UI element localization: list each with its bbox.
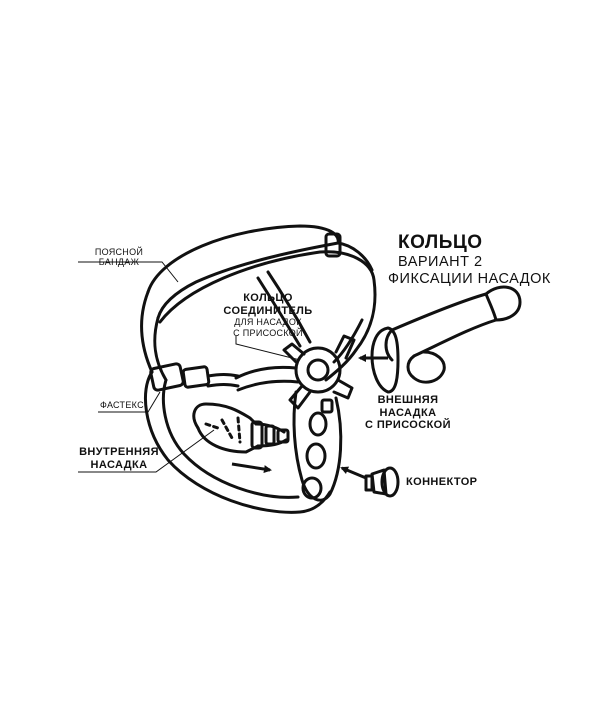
outer-label-line-2: НАСАДКА — [379, 406, 437, 419]
inner-dildo-label: ВНУТРЕННЯЯ НАСАДКА — [78, 446, 160, 471]
diagram-title: КОЛЬЦО — [398, 232, 483, 253]
waist-belt-label-line-2: БАНДАЖ — [98, 257, 140, 268]
fastex-buckle — [149, 362, 240, 392]
subtitle-line-1: ВАРИАНТ 2 — [398, 254, 483, 270]
external-dildo-label: ВНЕШНЯЯ НАСАДКА С ПРИСОСКОЙ — [362, 394, 454, 432]
outer-label-line-3: С ПРИСОСКОЙ — [365, 419, 451, 432]
connector-label: КОННЕКТОР — [406, 476, 478, 488]
waist-belt — [140, 224, 377, 514]
inner-dildo — [192, 402, 290, 454]
arrow-inner-to-ring — [231, 462, 272, 474]
harness-straps — [234, 270, 364, 392]
diagram-subtitle: ВАРИАНТ 2 ФИКСАЦИИ НАСАДОК — [388, 254, 551, 287]
ring-label-line-3: ДЛЯ НАСАДОК — [234, 317, 302, 328]
inner-label-line-2: НАСАДКА — [90, 458, 148, 471]
ring-connector-label: КОЛЬЦО СОЕДИНИТЕЛЬ ДЛЯ НАСАДОК С ПРИСОСК… — [210, 292, 326, 338]
subtitle-line-2: ФИКСАЦИИ НАСАДОК — [388, 270, 551, 287]
connector-piece — [364, 466, 400, 498]
front-panel — [292, 390, 343, 502]
fastex-label: ФАСТЕКС — [100, 400, 144, 410]
external-dildo — [370, 285, 522, 394]
waist-belt-label: ПОЯСНОЙ БАНДАЖ — [84, 247, 154, 268]
ring-label-line-2: СОЕДИНИТЕЛЬ — [223, 304, 313, 317]
ring-label-line-4: С ПРИСОСКОЙ — [233, 327, 303, 338]
ring-label-line-1: КОЛЬЦО — [243, 292, 293, 304]
waist-belt-label-line-1: ПОЯСНОЙ — [94, 247, 144, 257]
inner-leader-line — [78, 429, 215, 473]
outer-label-line-1: ВНЕШНЯЯ — [377, 394, 439, 406]
ring-leader-line — [235, 336, 301, 361]
arrow-connector-to-panel — [340, 466, 367, 480]
inner-label-line-1: ВНУТРЕННЯЯ — [79, 446, 159, 458]
fastex-leader-line — [98, 391, 161, 413]
waist-leader-line — [78, 261, 179, 283]
